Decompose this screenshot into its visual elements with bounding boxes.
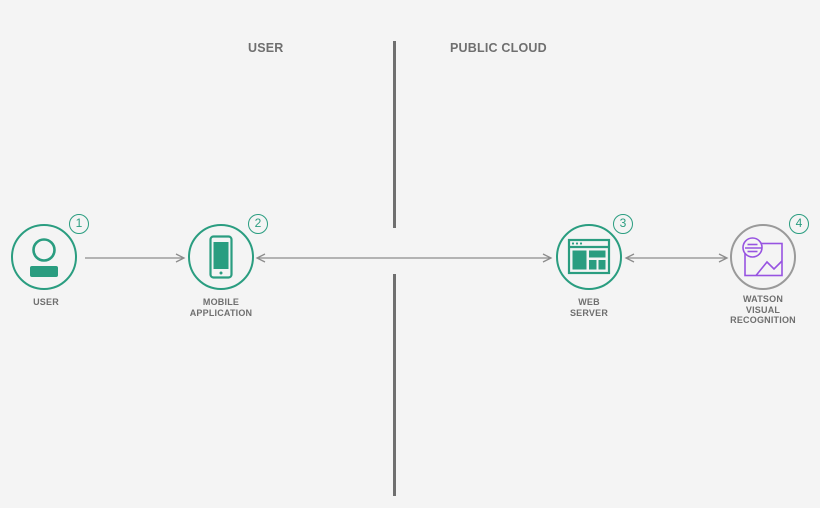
arrowhead-into-mobile-from-web	[255, 253, 266, 263]
watson-label-line-2: VISUAL	[745, 304, 781, 315]
watson-visual-recognition-node	[730, 224, 796, 290]
step-badge-4: 4	[789, 214, 809, 234]
person-icon	[30, 238, 58, 277]
arrowhead-into-mobile	[175, 253, 186, 263]
watson-label-line-1: WATSON	[742, 294, 784, 304]
mobile-application-node	[188, 224, 254, 290]
step-badge-1: 1	[69, 214, 89, 234]
arrowhead-into-web	[542, 253, 553, 263]
mobile-application-label-line-1: MOBILE	[202, 297, 240, 307]
visual-recognition-icon	[742, 237, 783, 277]
mobile-application-label-line-2: APPLICATION	[189, 307, 253, 318]
web-server-label-line-1: WEB	[578, 297, 600, 307]
step-badge-2: 2	[248, 214, 268, 234]
arrowhead-into-web-from-watson	[624, 253, 635, 263]
user-node	[11, 224, 77, 290]
watson-visual-recognition-node-label: WATSON VISUAL RECOGNITION	[708, 294, 818, 326]
web-server-node	[556, 224, 622, 290]
step-badge-3: 3	[613, 214, 633, 234]
web-server-label-line-2: SERVER	[569, 307, 609, 318]
zone-label-user: USER	[248, 41, 284, 55]
arrowhead-into-watson	[718, 253, 729, 263]
smartphone-icon	[209, 235, 233, 279]
mobile-application-node-label: MOBILE APPLICATION	[166, 297, 276, 318]
user-node-label-line: USER	[33, 297, 59, 307]
web-server-node-label: WEB SERVER	[534, 297, 644, 318]
user-node-label: USER	[0, 297, 101, 308]
watson-label-line-3: RECOGNITION	[730, 315, 796, 325]
zone-divider-top	[393, 41, 396, 228]
zone-divider-bottom	[393, 274, 396, 496]
browser-window-icon	[567, 238, 611, 275]
zone-label-public-cloud: PUBLIC CLOUD	[450, 41, 547, 55]
